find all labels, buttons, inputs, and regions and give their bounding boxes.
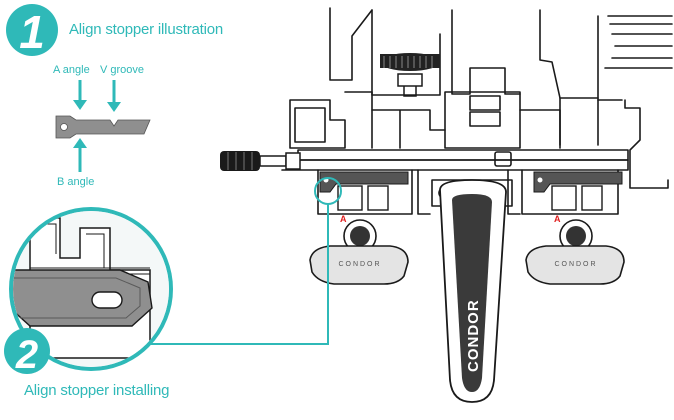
step1-title: Align stopper illustration [69, 21, 224, 38]
arrow-up-icon [73, 138, 87, 172]
zoom-detail [9, 207, 173, 371]
right-stopper: A [533, 171, 623, 224]
right-knob-text: CONDOR [554, 261, 597, 268]
jaw-left-mark: A [340, 214, 347, 224]
top-knob [380, 53, 440, 97]
step2-number: 2 [15, 333, 38, 376]
arrow-down-icon [107, 80, 121, 112]
left-clamp-knob: CONDOR [309, 219, 409, 285]
label-v-groove: V groove [100, 64, 145, 76]
step-number-badge-icon: 2 [4, 328, 50, 377]
right-clamp-knob: CONDOR [525, 219, 625, 285]
arrow-down-icon [73, 80, 87, 110]
callout-connector [150, 204, 329, 345]
stopper-part [55, 115, 151, 139]
step1-number: 1 [19, 6, 45, 58]
jaw-right-mark: A [554, 214, 561, 224]
step1-badge: 1 [4, 2, 60, 58]
step2-badge: 2 [2, 326, 52, 377]
step2-title: Align stopper installing [24, 382, 170, 399]
label-a-angle: A angle [53, 64, 90, 76]
side-knob [220, 151, 301, 171]
stopper-key-illustration [55, 80, 151, 172]
center-handle: CONDOR [439, 179, 507, 403]
step-number-badge-icon: 1 [6, 4, 58, 58]
label-b-angle: B angle [57, 176, 95, 188]
handle-brand: CONDOR [465, 299, 482, 372]
left-stopper: A [319, 171, 409, 224]
left-knob-text: CONDOR [338, 261, 381, 268]
